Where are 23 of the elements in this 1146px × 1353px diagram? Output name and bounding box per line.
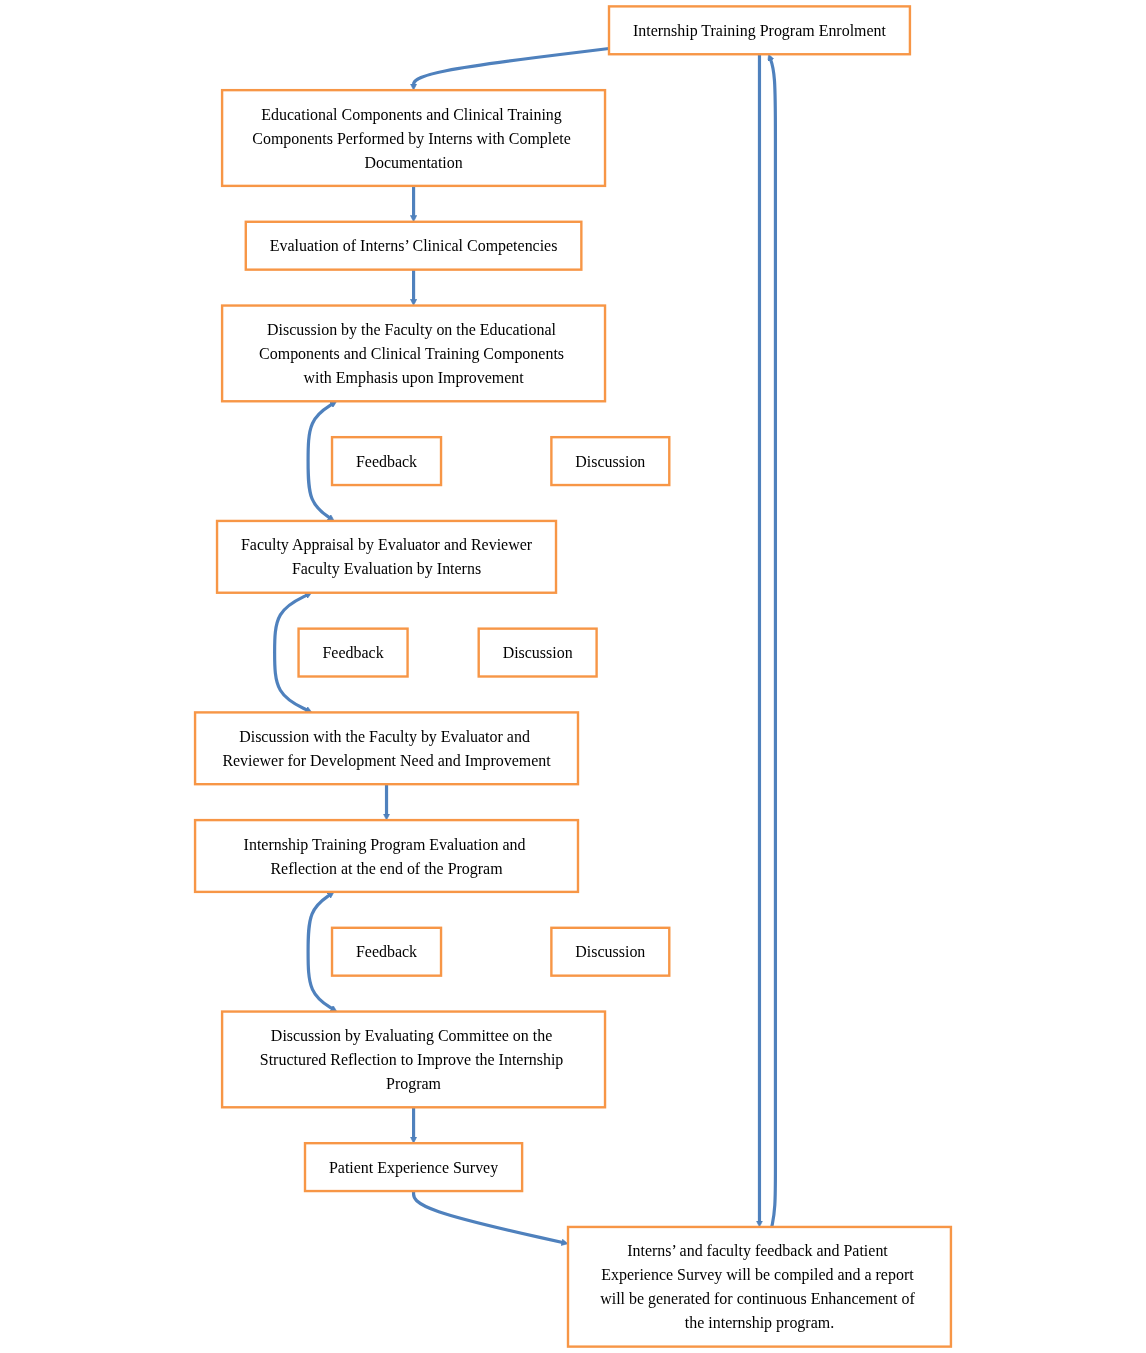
node-box: Interns’ and faculty feedback and Patient Experience Survey will be compiled and a report will be generated for continuous Enhancement of the internship program. (566, 1225, 953, 1348)
node-box: Educational Components and Clinical Training Components Performed by Interns with Complete Documentation (220, 88, 607, 188)
arrow (383, 784, 391, 821)
node-box: Discussion with the Faculty by Evaluator and Reviewer for Development Need and Improvement (193, 711, 580, 786)
node-box: Discussion by the Faculty on the Educational Components and Clinical Training Components with Emphasis upon Improvement (220, 304, 607, 403)
node-box: Patient Experience Survey (303, 1142, 524, 1193)
node-box: Faculty Appraisal by Evaluator and Reviewer Faculty Evaluation by Interns (215, 519, 558, 594)
node-box: Internship Training Program Enrolment (607, 5, 912, 56)
node-box: Feedback (330, 926, 443, 977)
arrow (273, 592, 313, 713)
node-box: Feedback (330, 435, 443, 487)
arrow (410, 269, 418, 306)
node-box: Discussion by Evaluating Committee on the Structured Reflection to Improve the Internship Program (220, 1010, 607, 1109)
node-box: Discussion (550, 435, 671, 487)
node-box: Internship Training Program Evaluation and Reflection at the end of the Program (193, 818, 580, 894)
node-box: Evaluation of Interns’ Clinical Competencies (244, 220, 583, 271)
node-box: Discussion (477, 627, 598, 678)
arrow (306, 891, 338, 1012)
arrow (410, 1107, 418, 1144)
node-box: Discussion (550, 926, 671, 977)
node-box: Feedback (297, 627, 409, 678)
arrow (410, 46, 610, 91)
arrow (411, 1191, 569, 1246)
